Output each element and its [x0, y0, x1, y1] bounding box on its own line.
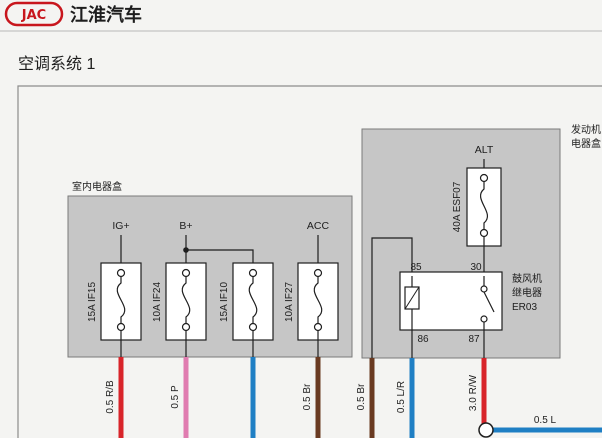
fuse-esf07-code: ESF07 [452, 181, 463, 212]
engine-box-title-1: 发动机 [571, 123, 601, 136]
relay-name-2: 继电器 [512, 286, 542, 299]
interior-fuse-box: 室内电器盒 IG+ B+ ACC [67, 180, 353, 358]
fuse-3-terminal-top [248, 268, 258, 278]
relay-pin-87: 87 [468, 334, 480, 345]
relay-name-1: 鼓风机 [512, 272, 542, 285]
interior-box-title: 室内电器盒 [72, 180, 122, 193]
fuse-1-rating: 15A [87, 304, 98, 322]
fuse-esf07 [466, 167, 502, 247]
fuse-2-code: IF24 [152, 282, 163, 302]
fuse-esf07-terminal-top [479, 173, 489, 183]
alt-source-label: ALT [475, 144, 494, 156]
fuse-2-terminal-bottom [181, 322, 191, 332]
fuse-1-element [116, 277, 126, 323]
fuse-1-terminal-bottom [116, 322, 126, 332]
relay-contact-bottom [480, 315, 488, 323]
fuse-4-rating: 10A [284, 304, 295, 322]
logo-badge [4, 1, 64, 27]
wire-1-label: 0.5 R/B [105, 380, 116, 414]
wire-4-label-group: 0.5 Br [302, 383, 313, 410]
fuse-2-rating: 10A [152, 304, 163, 322]
diagram-frame [17, 85, 602, 438]
engine-box-title-2: 电器盒 [571, 137, 601, 150]
wire-4-label: 0.5 Br [302, 383, 313, 410]
wire-6-label-group: 0.5 L/R [396, 381, 407, 413]
brand-name: 江淮汽车 [70, 4, 142, 26]
relay-name-3: ER03 [512, 302, 537, 313]
relay-coil-slash [404, 286, 420, 310]
fuse-1-terminal-top [116, 268, 126, 278]
wire-2-label: 0.5 P [170, 385, 181, 409]
blower-relay: 85 30 86 87 [399, 262, 503, 345]
svg-text:10A IF24: 10A IF24 [152, 282, 163, 322]
wire-2-label-group: 0.5 P [170, 385, 181, 409]
fuse-3-rating: 15A [219, 304, 230, 322]
section-title: 空调系统 1 [18, 55, 95, 73]
fuse-4-label: 10A IF27 [284, 282, 295, 322]
fuse-2 [165, 262, 207, 341]
relay-pin-85: 85 [410, 262, 422, 273]
header: JAC 江淮汽车 空调系统 1 [0, 1, 602, 73]
fuse-4-element [313, 277, 323, 323]
fuse-1 [100, 262, 142, 341]
relay-contact-top [480, 285, 488, 293]
fuse-4 [297, 262, 339, 341]
engine-fuse-box: 发动机 电器盒 ALT 40A ESF07 85 30 86 87 [361, 123, 601, 359]
engine-wires: 0.5 Br 0.5 L/R 3.0 R/W 0.5 L [356, 358, 602, 438]
svg-text:15A IF10: 15A IF10 [219, 282, 230, 322]
fuse-esf07-element [480, 182, 488, 229]
fuse-1-label: 15A IF15 [87, 282, 98, 322]
fuse-esf07-rating: 40A [452, 214, 463, 232]
fuse-3-terminal-bottom [248, 322, 258, 332]
fuse-2-source: B+ [179, 220, 192, 232]
svg-text:15A IF15: 15A IF15 [87, 282, 98, 322]
wire-8-label: 0.5 L [534, 415, 557, 426]
fuse-3 [232, 262, 274, 341]
fuse-esf07-terminal-bottom [479, 228, 489, 238]
fuse-4-source: ACC [307, 220, 330, 232]
b-plus-junction [183, 247, 189, 253]
wire-6-label: 0.5 L/R [396, 381, 407, 413]
wire-1-label-group: 0.5 R/B [105, 380, 116, 414]
fuse-2-label: 10A IF24 [152, 282, 163, 322]
fuse-2-element [181, 277, 191, 323]
wire-5-label: 0.5 Br [356, 383, 367, 410]
relay-pin-30: 30 [470, 262, 482, 273]
wire-7-label-group: 3.0 R/W [468, 374, 479, 411]
svg-text:10A IF27: 10A IF27 [284, 282, 295, 322]
b-plus-bus [186, 249, 254, 266]
logo-text: JAC [21, 8, 46, 23]
fuse-1-code: IF15 [87, 282, 98, 302]
interior-wires: 0.5 R/B 0.5 P 0.5 Br [105, 357, 321, 438]
fuse-3-element [248, 277, 258, 323]
output-junction [478, 422, 494, 438]
fuse-4-terminal-top [313, 268, 323, 278]
pin-85-loop [371, 237, 413, 358]
fuse-3-label: 15A IF10 [219, 282, 230, 322]
fuse-4-terminal-bottom [313, 322, 323, 332]
fuse-1-source: IG+ [112, 220, 129, 232]
relay-pin-86: 86 [417, 334, 429, 345]
wire-7-label: 3.0 R/W [468, 374, 479, 411]
relay-switch-arm [483, 291, 495, 313]
svg-text:40A ESF07: 40A ESF07 [452, 181, 463, 232]
fuse-4-code: IF27 [284, 282, 295, 302]
fuse-esf07-label: 40A ESF07 [452, 181, 463, 232]
fuse-3-code: IF10 [219, 282, 230, 302]
wire-5-label-group: 0.5 Br [356, 383, 367, 410]
fuse-2-terminal-top [181, 268, 191, 278]
